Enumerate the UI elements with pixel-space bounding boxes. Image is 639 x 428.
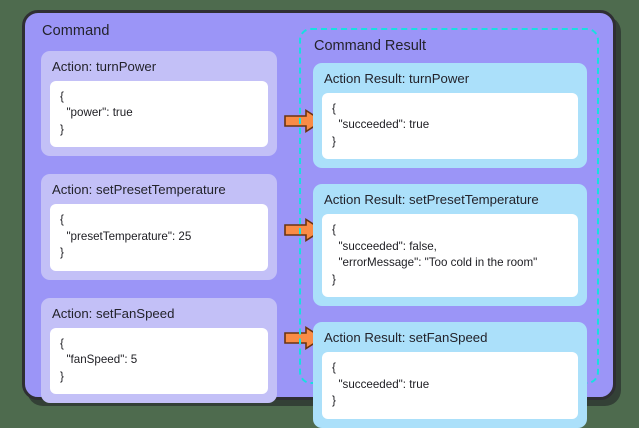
result-json-setpresettemperature: { "succeeded": false, "errorMessage": "T… bbox=[322, 214, 578, 298]
result-title-setfanspeed: Action Result: setFanSpeed bbox=[324, 330, 488, 346]
result-title-turnpower: Action Result: turnPower bbox=[324, 71, 470, 86]
result-json-setfanspeed: { "succeeded": true } bbox=[322, 352, 578, 419]
result-card-setpresettemperature: Action Result: setPresetTemperature { "s… bbox=[313, 184, 587, 307]
command-container: Command Action: turnPower { "power": tru… bbox=[22, 10, 616, 428]
action-json-setpresettemperature: { "presetTemperature": 25 } bbox=[50, 204, 268, 271]
result-json-turnpower: { "succeeded": true } bbox=[322, 93, 578, 160]
command-result-container: Command Result Action Result: turnPower … bbox=[299, 28, 599, 428]
action-card-turnpower: Action: turnPower { "power": true } bbox=[41, 51, 277, 157]
action-title-turnpower: Action: turnPower bbox=[52, 59, 157, 74]
results-column: Action Result: turnPower { "succeeded": … bbox=[313, 63, 587, 428]
action-card-setpresettemperature: Action: setPresetTemperature { "presetTe… bbox=[41, 174, 277, 280]
result-card-turnpower: Action Result: turnPower { "succeeded": … bbox=[313, 63, 587, 169]
result-title-setpresettemperature: Action Result: setPresetTemperature bbox=[324, 192, 539, 208]
command-title: Command bbox=[42, 23, 110, 39]
action-title-setpresettemperature: Action: setPresetTemperature bbox=[52, 182, 226, 198]
action-json-setfanspeed: { "fanSpeed": 5 } bbox=[50, 327, 268, 395]
command-result-title: Command Result bbox=[314, 38, 427, 54]
result-card-setfanspeed: Action Result: setFanSpeed { "succeeded"… bbox=[313, 322, 587, 428]
action-card-setfanspeed: Action: setFanSpeed { "fanSpeed": 5 } bbox=[41, 297, 277, 404]
action-json-turnpower: { "power": true } bbox=[50, 81, 268, 148]
action-title-setfanspeed: Action: setFanSpeed bbox=[52, 305, 175, 321]
actions-column: Action: turnPower { "power": true } Acti… bbox=[41, 51, 277, 404]
